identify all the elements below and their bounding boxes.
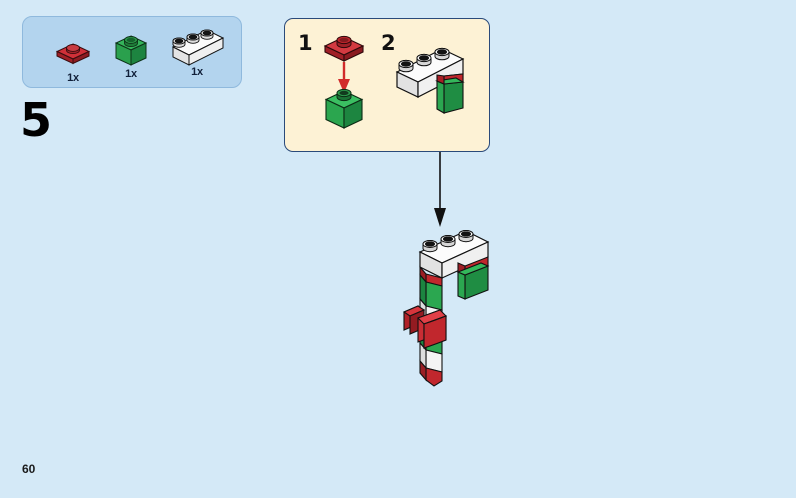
main-assembly-model	[396, 224, 516, 404]
part-quantity-label: 1x	[125, 68, 137, 80]
substep-label-2: 2	[381, 31, 396, 55]
part-quantity-label: 1x	[67, 72, 79, 84]
substep-label-1: 1	[298, 31, 313, 55]
brick-1x3-white-icon	[161, 25, 233, 67]
substep-1-illustration	[307, 29, 387, 147]
part-cell-brick-1x1-green: 1x	[103, 27, 159, 80]
brick-1x1-green-icon	[103, 27, 159, 69]
part-quantity-label: 1x	[191, 66, 203, 78]
step-number: 5	[20, 93, 52, 147]
plate-1x1-red-icon	[45, 31, 101, 73]
part-cell-brick-1x3-white: 1x	[161, 25, 233, 78]
parts-list-box: 1x	[22, 16, 242, 88]
substep-callout-box: 1 2	[284, 18, 490, 152]
connector-arrow	[430, 152, 450, 228]
page-number: 60	[22, 462, 36, 476]
part-cell-plate-1x1-red: 1x	[45, 31, 101, 84]
substep-2-illustration	[389, 45, 485, 145]
